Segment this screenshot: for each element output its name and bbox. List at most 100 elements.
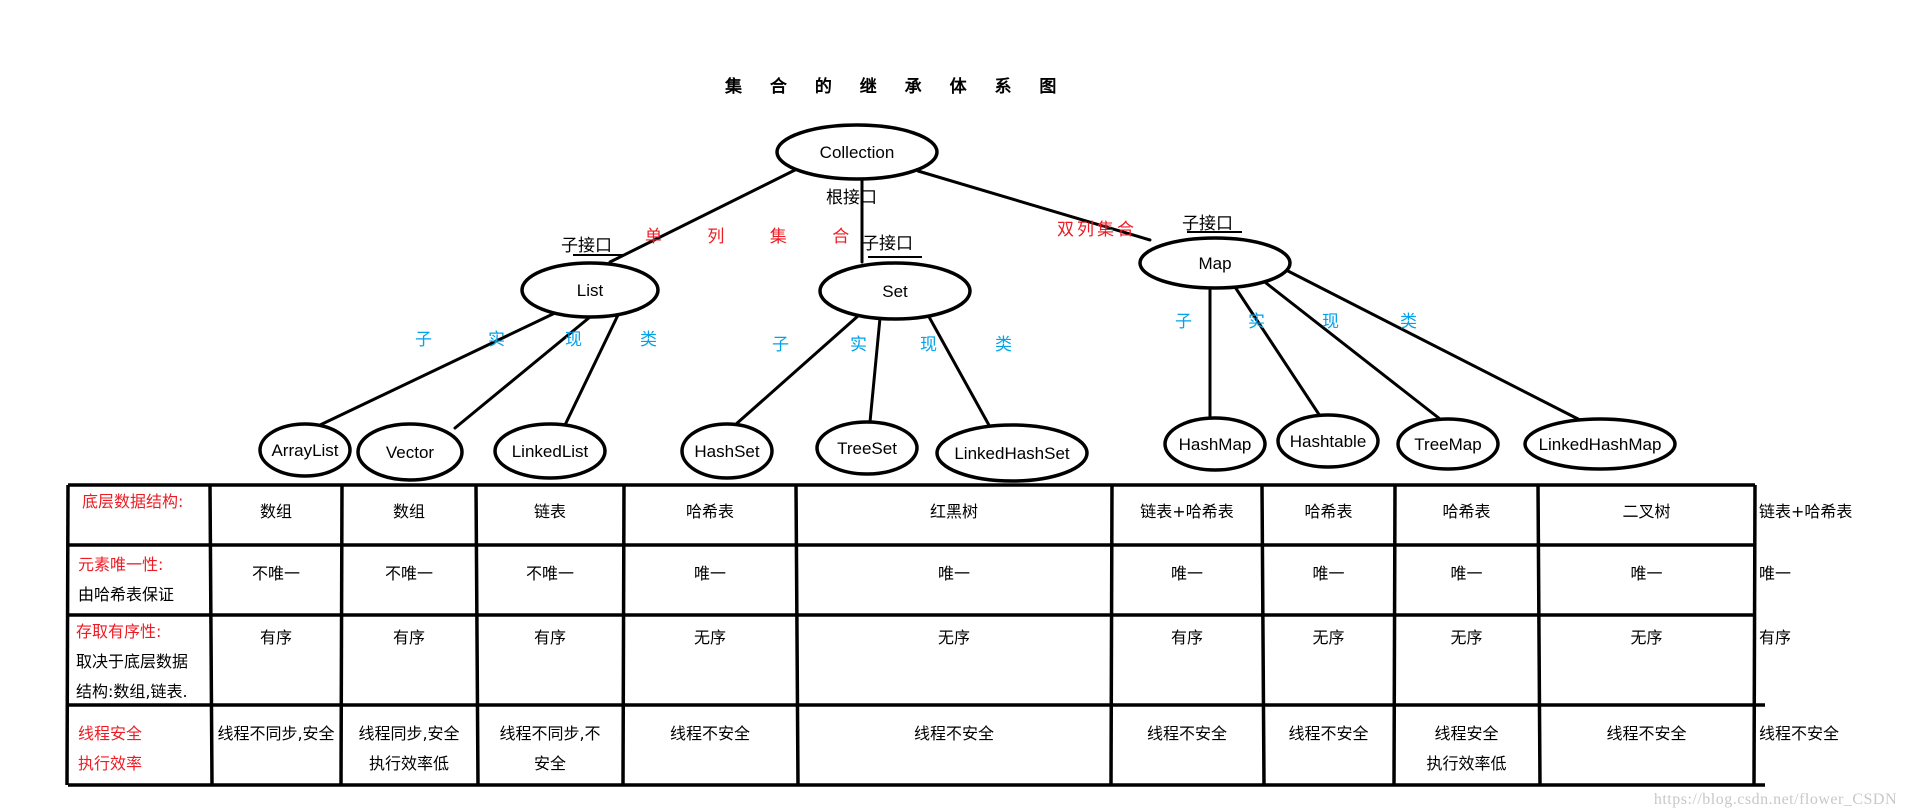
node-treeset [815,420,919,476]
cell-hashtable-structure: 哈希表 [1399,497,1534,527]
edge-set-treeset [868,316,882,424]
cell-hashmap-thread: 线程不安全 [1266,719,1391,749]
node-label-linkedhashmap: LinkedHashMap [1538,435,1662,454]
cell-arraylist-uniqueness-text: 不唯一 [251,564,300,583]
cell-hashtable-thread: 线程安全执行效率低 [1399,719,1534,779]
row-header-uniqueness-text: 元素唯一性: [78,555,164,574]
cell-vector-order-text: 有序 [392,628,425,647]
cell-treeset-structure-text: 红黑树 [929,502,978,521]
node-map [1138,236,1292,290]
edge-list-linkedlist [563,313,620,427]
cell-linkedlist-thread-text: 线程不同步,不 [499,724,601,743]
cell-linkedlist-uniqueness-text: 不唯一 [525,564,574,583]
node-list [520,261,660,319]
cell-vector-structure-text: 数组 [392,502,425,521]
node-label-arraylist: ArrayList [271,441,339,460]
cell-linkedlist-structure: 链表 [480,497,620,527]
cell-linkedlist-structure-text: 链表 [533,502,566,521]
cell-linkedhashset-structure-text: 链表+哈希表 [1140,502,1234,521]
cell-vector-uniqueness: 不唯一 [346,559,472,589]
cell-treeset-order: 无序 [800,623,1108,653]
row-header-uniqueness: 元素唯一性:由哈希表保证 [78,550,208,610]
cell-treemap-uniqueness: 唯一 [1542,559,1751,589]
list-subinterface-note: 子接口 [561,236,612,256]
table-column-border [1536,484,1542,786]
node-arraylist [258,422,352,478]
cell-linkedhashmap-uniqueness: 唯一 [1759,559,1791,589]
cell-linkedlist-uniqueness: 不唯一 [480,559,620,589]
cell-vector-thread: 线程同步,安全执行效率低 [346,719,472,779]
table-column-border [1109,484,1114,786]
impl-class-label-char: 类 [640,330,657,350]
node-treemap [1396,417,1500,471]
edge-map-hashtable [1233,285,1322,418]
node-linkedlist [493,422,607,480]
cell-vector-order: 有序 [346,623,472,653]
table-column-border [621,484,626,786]
cell-vector-thread-text: 执行效率低 [368,754,449,773]
cell-linkedhashmap-structure: 链表+哈希表 [1759,497,1852,527]
cell-treeset-structure: 红黑树 [800,497,1108,527]
cell-treemap-uniqueness-text: 唯一 [1630,564,1663,583]
table-column-border [1392,484,1397,786]
node-label-set: Set [882,282,908,301]
cell-hashmap-order: 无序 [1266,623,1391,653]
cell-linkedhashmap-thread: 线程不安全 [1759,719,1839,749]
cell-linkedhashset-order-text: 有序 [1170,628,1203,647]
diagram-title: 集 合 的 继 承 体 系 图 [725,77,1068,97]
cell-hashset-order: 无序 [628,623,792,653]
cell-hashset-thread: 线程不安全 [628,719,792,749]
impl-class-label-char: 子 [415,330,432,350]
node-linkedhashmap [1523,417,1677,471]
root-interface-note: 根接口 [826,188,877,208]
cell-hashset-thread-text: 线程不安全 [669,724,750,743]
node-linkedhashset [935,423,1089,483]
cell-treeset-uniqueness: 唯一 [800,559,1108,589]
table-column-border [1752,484,1757,786]
impl-class-label-char: 现 [920,335,937,355]
node-hashmap [1163,416,1267,472]
cell-hashtable-uniqueness: 唯一 [1399,559,1534,589]
cell-treemap-order-text: 无序 [1630,628,1663,647]
node-vector [356,422,464,482]
cell-treeset-thread: 线程不安全 [800,719,1108,749]
impl-class-label-char: 实 [488,330,505,350]
cell-treeset-order-text: 无序 [937,628,970,647]
cell-treeset-uniqueness-text: 唯一 [937,564,970,583]
impl-class-label-char: 实 [1248,312,1265,332]
cell-hashset-uniqueness-text: 唯一 [693,564,726,583]
cell-linkedhashset-thread-text: 线程不安全 [1146,724,1227,743]
impl-class-label-char: 类 [995,335,1012,355]
impl-class-label-char: 子 [1175,312,1192,332]
edge-map-treemap [1264,281,1442,421]
node-label-map: Map [1198,254,1232,273]
cell-linkedhashmap-order: 有序 [1759,623,1791,653]
cell-linkedhashset-uniqueness-text: 唯一 [1170,564,1203,583]
table-column-border [65,484,70,786]
cell-linkedhashset-order: 有序 [1116,623,1258,653]
cell-vector-uniqueness-text: 不唯一 [384,564,433,583]
node-hashset [680,422,774,480]
cell-hashmap-thread-text: 线程不安全 [1288,724,1369,743]
cell-linkedhashset-structure: 链表+哈希表 [1116,497,1258,527]
cell-arraylist-structure: 数组 [214,497,338,527]
edge-collection-list [608,168,797,264]
cell-linkedhashset-thread: 线程不安全 [1116,719,1258,749]
cell-hashmap-structure-text: 哈希表 [1304,502,1353,521]
row-header-structure-text: 底层数据结构: [82,492,184,511]
edge-list-arraylist [318,311,557,427]
double-column-collection-label: 双列集合 [1057,220,1137,240]
cell-arraylist-structure-text: 数组 [259,502,292,521]
cell-hashtable-structure-text: 哈希表 [1442,502,1491,521]
row-header-thread-safety: 线程安全执行效率 [78,719,208,779]
table-column-border [339,484,344,786]
cell-arraylist-thread-text: 线程不同步,安全 [217,724,335,743]
node-label-linkedhashset: LinkedHashSet [954,444,1070,463]
cell-hashset-structure: 哈希表 [628,497,792,527]
cell-linkedhashset-uniqueness: 唯一 [1116,559,1258,589]
table-column-border [1260,484,1266,786]
cell-hashtable-thread-text: 执行效率低 [1426,754,1507,773]
cell-treemap-structure: 二叉树 [1542,497,1751,527]
table-column-border [794,484,800,786]
